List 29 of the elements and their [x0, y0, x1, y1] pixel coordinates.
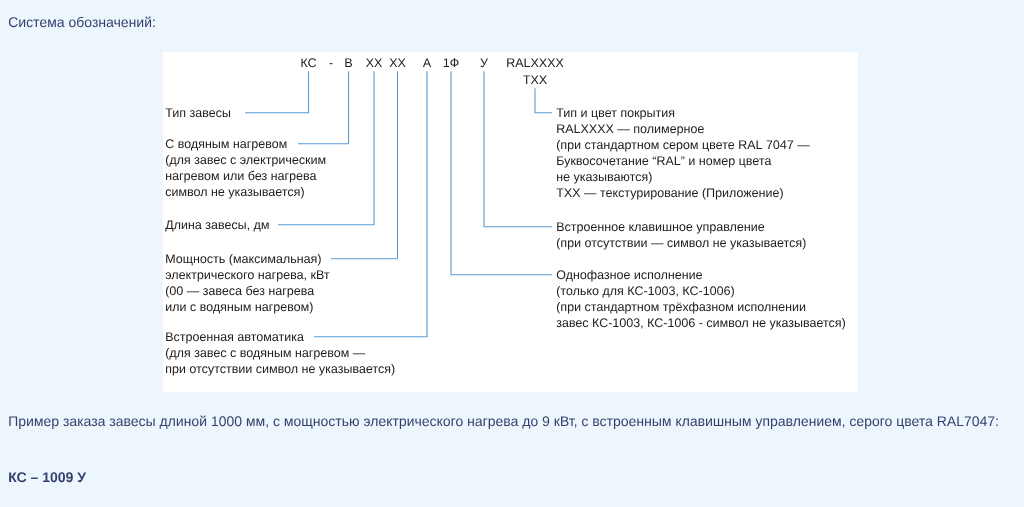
- code-symbol: XX: [365, 58, 383, 67]
- code-symbol: У: [480, 58, 489, 68]
- example-text: Пример заказа завесы длиной 1000 мм, с мощностью электрического нагрева до 9 кВт, с встроенным клавишным управлением, серого цвета RAL7047:: [9, 415, 998, 429]
- annotation-text: Однофазное исполнение (только для КС-1003, КС-1006) (при стандартном трёхфазном исполнении завес КС-1003, КС-1006 - символ не указывается): [556, 269, 845, 330]
- order-code: КС – 1009 У: [9, 472, 87, 483]
- annotation-text: Мощность (максимальная) электрического нагрева, кВт (00 — завеса без нагрева или с водяным нагревом): [165, 253, 330, 314]
- leader-line: [450, 70, 553, 276]
- annotation-text: Тип завесы: [165, 108, 231, 118]
- annotation-text: Встроенное клавишное управление (при отсутствии — символ не указывается): [557, 222, 806, 250]
- code-separator: -: [329, 63, 333, 65]
- annotation-text: Тип и цвет покрытия RALXXXX — полимерное (при стандартном сером цвете RAL 7047 — Буквосочетание “RAL” и номер цвета не указываются) TXX — текстурирование (Приложение): [556, 108, 810, 200]
- code-symbol: В: [345, 58, 352, 67]
- leader-line: [313, 70, 428, 338]
- leader-line: [483, 70, 553, 228]
- code-symbol: А: [422, 58, 432, 67]
- annotation-text: Встроенная автоматика (для завес с водяным нагревом — при отсутствии символ не указывается): [166, 332, 395, 376]
- leader-line: [277, 70, 375, 226]
- annotation-text: Длина завесы, дм: [165, 220, 269, 232]
- code-symbol: 1Ф: [443, 58, 459, 68]
- leader-line: [244, 70, 310, 114]
- leader-line: [330, 70, 399, 260]
- code-symbol: TXX: [523, 75, 547, 84]
- leader-line: [534, 87, 553, 114]
- annotation-text: С водяным нагревом (для завес с электрическим нагревом или без нагрева символ не указывается): [165, 139, 326, 199]
- leader-line: [297, 70, 350, 145]
- code-symbol: RALXXXX: [507, 58, 564, 67]
- code-symbol: XX: [389, 58, 406, 67]
- heading: Система обозначений:: [8, 16, 155, 28]
- code-symbol: КС: [301, 58, 317, 68]
